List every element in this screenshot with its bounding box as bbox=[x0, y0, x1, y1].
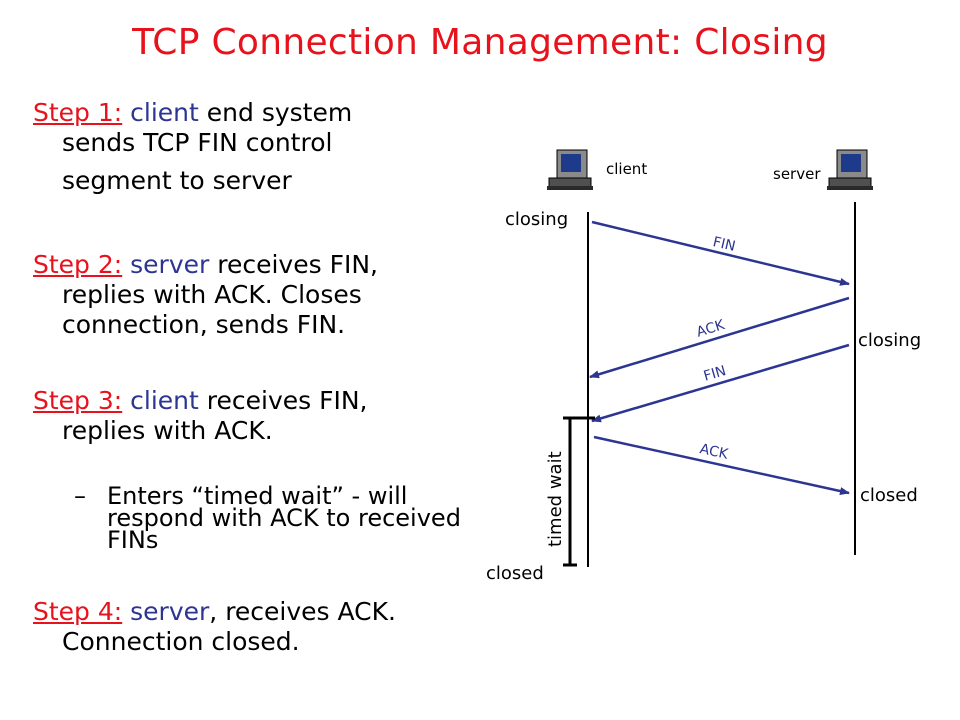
ack-arrow-1 bbox=[589, 296, 850, 379]
step-4: Step 4: server, receives ACK. Connection… bbox=[33, 597, 396, 657]
step-2-cont-2: connection, sends FIN. bbox=[62, 310, 346, 339]
fin-arrow-2 bbox=[591, 343, 850, 423]
step-2-actor: server bbox=[130, 250, 210, 279]
bullet-dash: – bbox=[74, 482, 86, 510]
step-4-actor: server bbox=[130, 597, 210, 626]
step-2: Step 2: server receives FIN, replies wit… bbox=[33, 250, 378, 340]
client-closing-label: closing bbox=[505, 209, 569, 230]
fin-arrow-1 bbox=[591, 220, 850, 286]
timed-wait-label: timed wait bbox=[545, 451, 566, 547]
server-closed-label: closed bbox=[860, 485, 918, 506]
step-2-cont-1: replies with ACK. Closes bbox=[62, 280, 362, 309]
step-3: Step 3: client receives FIN, replies wit… bbox=[33, 386, 368, 446]
step-4-heading: Step 4: bbox=[33, 597, 123, 626]
ack-arrow-2 bbox=[593, 435, 850, 495]
step-1-actor: client bbox=[130, 98, 199, 127]
step-3-actor: client bbox=[130, 386, 199, 415]
computer-icon bbox=[547, 149, 593, 190]
server-closing-label: closing bbox=[858, 330, 922, 351]
step-1-heading: Step 1: bbox=[33, 98, 123, 127]
step-1-cont-1: sends TCP FIN control bbox=[62, 128, 333, 157]
step-2-heading: Step 2: bbox=[33, 250, 123, 279]
step-2-line: receives FIN, bbox=[209, 250, 378, 279]
step-3-heading: Step 3: bbox=[33, 386, 123, 415]
computer-icon bbox=[827, 149, 873, 190]
step-1-line: end system bbox=[198, 98, 353, 127]
bullet-text: Enters “timed wait” - will respond with … bbox=[107, 482, 461, 554]
step-3-line: receives FIN, bbox=[198, 386, 368, 415]
step-3-cont-1: replies with ACK. bbox=[62, 416, 273, 445]
client-label: client bbox=[606, 160, 648, 178]
step-1-cont-2: segment to server bbox=[62, 166, 292, 195]
client-closed-label: closed bbox=[486, 563, 544, 584]
step-4-line: , receives ACK. bbox=[209, 597, 396, 626]
server-label: server bbox=[773, 165, 821, 183]
step-3-bullet: – Enters “timed wait” - will respond wit… bbox=[74, 482, 507, 554]
step-1: Step 1: client end system sends TCP FIN … bbox=[33, 98, 352, 196]
step-4-cont-1: Connection closed. bbox=[62, 627, 300, 656]
page-title: TCP Connection Management: Closing bbox=[132, 22, 828, 63]
